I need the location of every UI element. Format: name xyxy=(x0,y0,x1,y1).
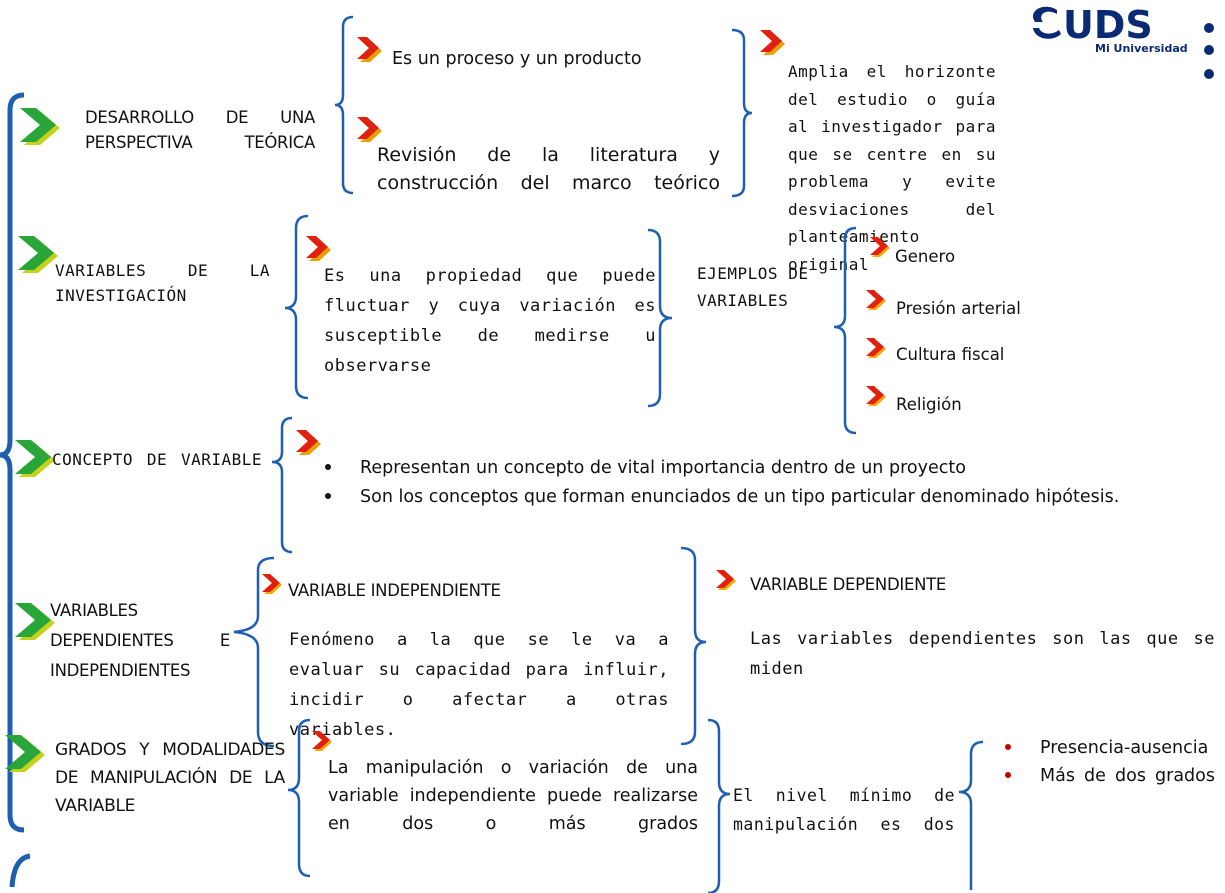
logo-brand: UDS xyxy=(1063,3,1153,47)
bracket-variables-def xyxy=(284,214,309,400)
main-left-bracket xyxy=(0,92,31,888)
heading-dependientes: VARIABLES DEPENDIENTES E INDEPENDIENTES xyxy=(50,601,230,680)
arrow-example-genero xyxy=(870,237,890,257)
grados-option: Presencia-ausencia xyxy=(985,734,1215,762)
definition-variables: Es una propiedad que puede fluctuar y cu… xyxy=(324,266,656,376)
arrow-grados-def xyxy=(312,731,332,751)
grados-options: Presencia-ausencia Más de dos grados xyxy=(985,734,1215,790)
concepto-bullet: Representan un concepto de vital importa… xyxy=(305,454,1215,483)
dependent-title: VARIABLE DEPENDIENTE xyxy=(750,575,947,594)
result-desarrollo: Amplia el horizonte del estudio o guía a… xyxy=(788,62,996,274)
bracket-examples-list xyxy=(833,226,857,435)
bracket-ejemplos xyxy=(647,228,673,408)
grados-definition: La manipulación o variación de una varia… xyxy=(328,758,698,834)
heading-desarrollo: DESARROLLO DE UNA PERSPECTIVA TEÓRICA xyxy=(85,108,315,152)
arrow-variables-investigacion xyxy=(18,236,58,273)
bracket-options xyxy=(958,740,984,890)
heading-concepto: CONCEPTO DE VARIABLE xyxy=(52,450,262,469)
grados-option: Más de dos grados xyxy=(985,762,1215,790)
grados-minimum: El nivel mínimo de manipulación es dos xyxy=(733,786,955,834)
bracket-independiente xyxy=(233,556,275,748)
independent-text: Fenómeno a la que se le va a evaluar su … xyxy=(289,630,669,740)
concepto-bullet: Son los conceptos que forman enunciados … xyxy=(305,483,1215,512)
concepto-bullets: Representan un concepto de vital importa… xyxy=(305,454,1215,512)
bracket-grados-def xyxy=(287,718,311,878)
bracket-dependiente xyxy=(680,546,707,746)
arrow-item-proceso xyxy=(357,37,382,62)
item-proceso: Es un proceso y un producto xyxy=(392,49,642,69)
arrow-example-religion xyxy=(866,386,886,406)
heading-variables-investigacion: VARIABLES DE LA INVESTIGACIÓN xyxy=(55,261,270,305)
heading-grados: GRADOS Y MODALIDADES DE MANIPULACIÓN DE … xyxy=(55,740,285,816)
arrow-example-presion xyxy=(866,290,886,310)
arrow-grados xyxy=(5,735,45,772)
arrow-concepto xyxy=(15,440,55,477)
bracket-minimum xyxy=(707,718,731,893)
uds-logo-graphic: UDS Mi Universidad xyxy=(1033,3,1214,79)
example-cultura: Cultura fiscal xyxy=(896,345,1005,364)
arrow-example-cultura xyxy=(866,338,886,358)
arrow-dependiente xyxy=(716,570,736,590)
example-genero: Genero xyxy=(895,247,956,266)
example-presion: Presión arterial xyxy=(896,299,1021,318)
bracket-desarrollo-items xyxy=(334,15,354,195)
arrow-independiente xyxy=(262,574,282,594)
arrow-desarrollo xyxy=(20,108,60,145)
bracket-concepto xyxy=(271,416,293,554)
uds-logo: UDS Mi Universidad xyxy=(1025,0,1225,110)
arrow-result xyxy=(760,30,785,55)
arrow-variables-def xyxy=(306,236,331,261)
logo-tagline: Mi Universidad xyxy=(1095,42,1188,55)
example-religion: Religión xyxy=(896,395,962,414)
independent-title: VARIABLE INDEPENDIENTE xyxy=(288,581,501,600)
item-revision: Revisión de la literatura y construcción… xyxy=(377,144,720,194)
dependent-text: Las variables dependientes son las que s… xyxy=(750,629,1215,679)
bracket-desarrollo-result xyxy=(731,28,753,198)
examples-label: EJEMPLOS DE VARIABLES xyxy=(697,264,809,310)
